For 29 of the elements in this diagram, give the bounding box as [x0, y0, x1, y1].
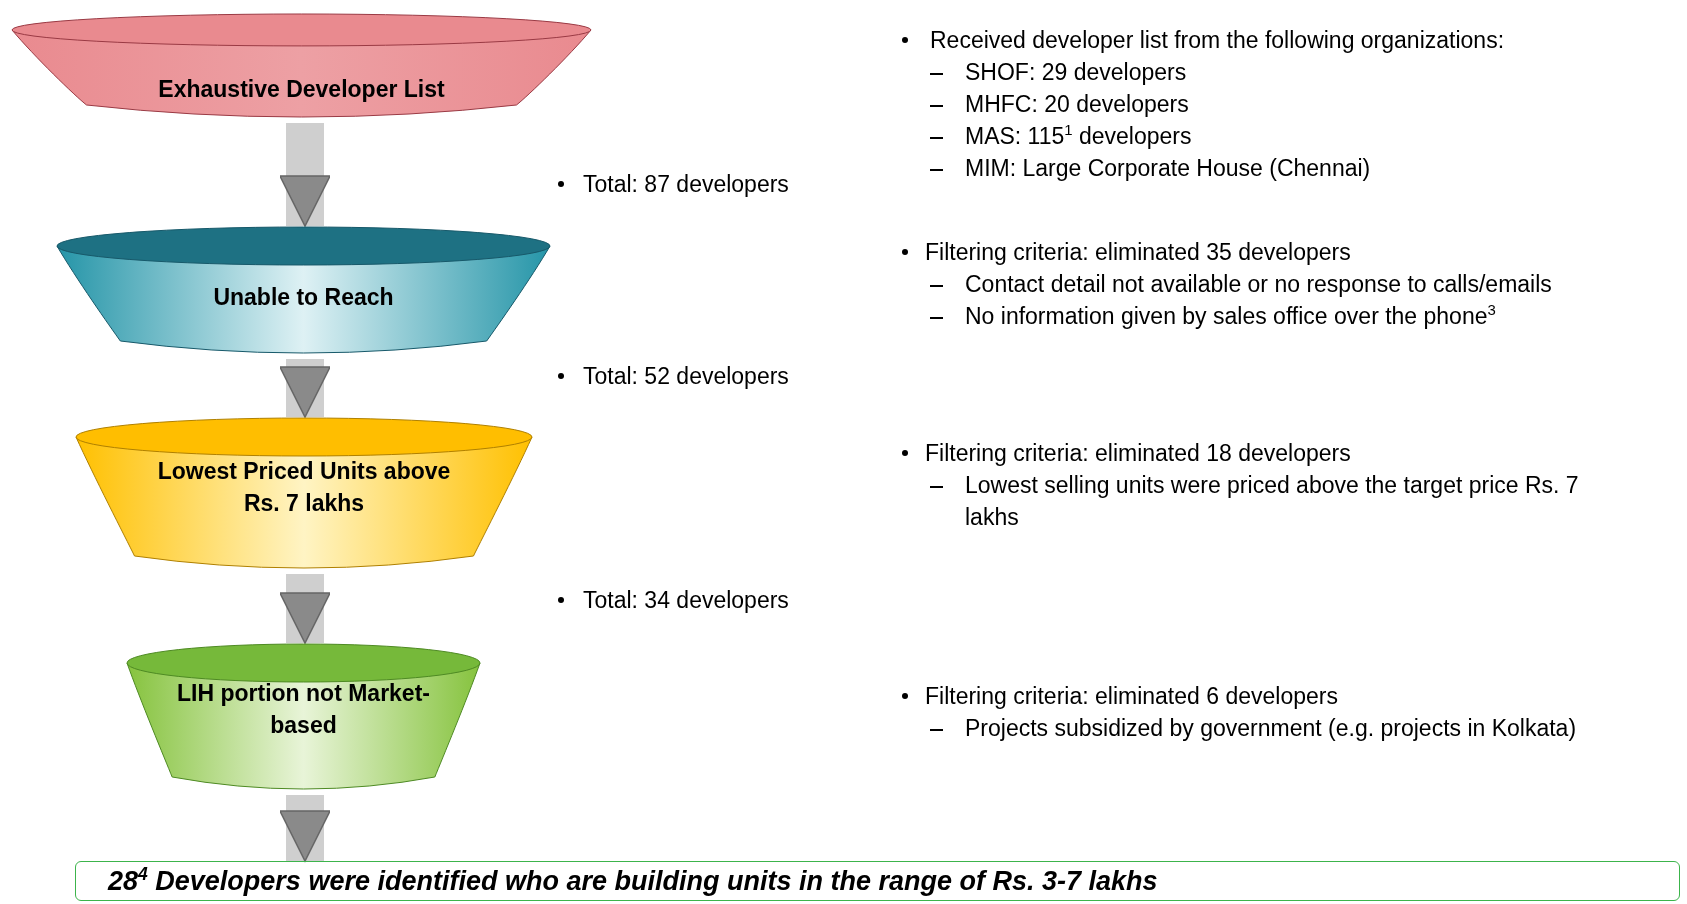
bullet-text: Received developer list from the following organizations:: [930, 26, 1506, 55]
block-arrow: [279, 574, 331, 644]
funnel-label: Lowest Priced Units above Rs. 7 lakhs: [156, 457, 452, 518]
sub-bullet-text: No information given by sales office over the phone$^{3}$: [965, 300, 1497, 331]
funnel-label: Exhaustive Developer List: [157, 75, 446, 104]
bullet-text: Total: 34 developers: [583, 586, 790, 615]
bullet-text: Filtering criteria: eliminated 18 developers: [925, 439, 1352, 468]
funnel-bowl: [56, 226, 551, 355]
block-arrow: [279, 123, 331, 227]
block-arrow: [279, 795, 331, 862]
funnel-bowl: [11, 13, 592, 119]
result-box: [75, 861, 1680, 901]
funnel-label: Unable to Reach: [212, 283, 395, 312]
funnel-label: LIH portion not Market-based: [176, 679, 431, 740]
sub-bullet-text: SHOF: 29 developers: [965, 58, 1188, 87]
sub-bullet-text: MHFC: 20 developers: [965, 90, 1190, 119]
bullet-text: Total: 52 developers: [583, 362, 790, 391]
conclusion-text: 28$^{4}$ Developers were identified who are building units in the range of Rs. 3-7 lakhs: [108, 865, 1158, 897]
sub-bullet-text: MAS: 115$^{1}$ developers: [965, 120, 1193, 151]
sub-bullet-text: Projects subsidized by government (e.g. projects in Kolkata): [965, 714, 1578, 743]
sub-bullet-text: Contact detail not available or no response to calls/emails: [965, 270, 1553, 299]
bullet-text: Total: 87 developers: [583, 170, 790, 199]
funnel-bowl: [75, 417, 533, 570]
block-arrow: [279, 359, 331, 418]
bullet-text: Filtering criteria: eliminated 35 developers: [925, 238, 1352, 267]
sub-bullet-text: Lowest selling units were priced above the target price Rs. 7 lakhs: [965, 471, 1580, 532]
sub-bullet-text: MIM: Large Corporate House (Chennai): [965, 154, 1372, 183]
bullet-text: Filtering criteria: eliminated 6 developers: [925, 682, 1339, 711]
funnel-bowl: [126, 643, 481, 791]
